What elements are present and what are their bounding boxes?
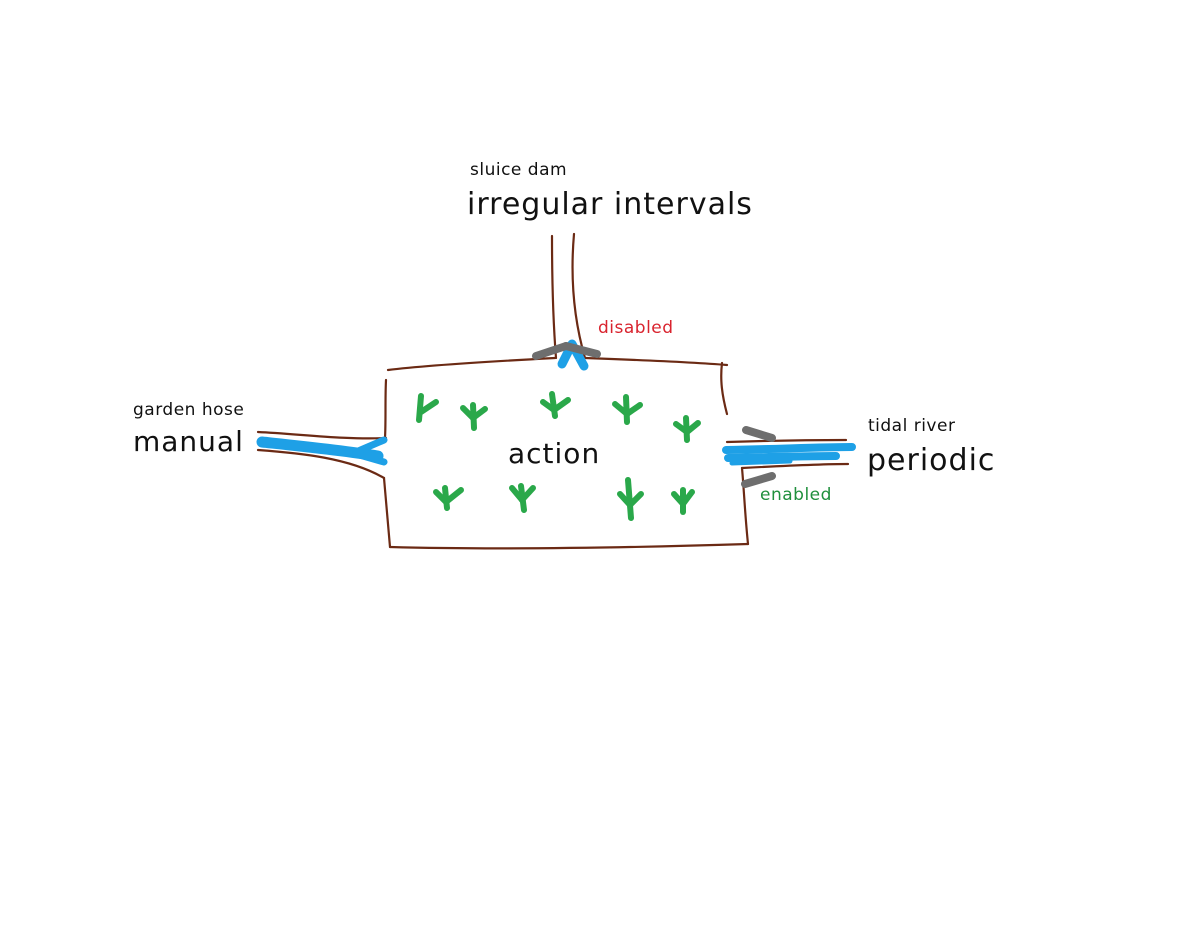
sluice-gate-left-bar <box>532 342 570 360</box>
field-left-edge-lower <box>382 476 392 549</box>
disabled-label: disabled <box>598 318 674 338</box>
tidal-river-label: tidal river <box>868 416 956 436</box>
hose-channel-upper-wall <box>256 430 388 440</box>
plant-icon <box>460 402 488 431</box>
field-right-edge-lower <box>740 466 750 546</box>
river-water-1 <box>722 443 856 454</box>
river-gate-upper <box>742 426 776 442</box>
plant-icon <box>416 393 439 423</box>
plant-icon <box>671 487 695 515</box>
garden-hose-label: garden hose <box>133 400 245 420</box>
field-top-edge-right <box>583 356 729 367</box>
plant-icon <box>612 394 643 425</box>
river-channel-lower-wall <box>740 462 850 470</box>
sluice-dam-channel <box>550 232 587 360</box>
plant-icon <box>433 485 464 511</box>
plant-icon <box>509 483 536 513</box>
tidal-river-channel <box>722 426 856 488</box>
manual-label: manual <box>133 425 244 458</box>
field-box <box>382 356 750 550</box>
field-right-edge-upper <box>720 361 729 416</box>
field-left-edge-upper <box>383 378 388 440</box>
sluice-channel-left-wall <box>550 234 558 360</box>
sluice-dam-label: sluice dam <box>470 160 568 180</box>
enabled-label: enabled <box>760 485 832 505</box>
sluice-gate <box>532 339 601 371</box>
periodic-label: periodic <box>867 443 996 478</box>
river-water-3 <box>729 458 793 466</box>
plant-icon <box>540 391 571 419</box>
irregular-intervals-label: irregular intervals <box>467 187 753 222</box>
field-bottom-edge <box>388 542 750 550</box>
river-gate-lower <box>741 472 776 488</box>
plant-icon <box>673 415 701 443</box>
hose-water-splash-down <box>352 450 388 466</box>
field-top-edge-left <box>386 356 557 372</box>
sluice-channel-right-wall <box>571 232 587 360</box>
sluice-gate-right-bar <box>562 342 601 358</box>
hose-channel-lower-wall <box>256 448 386 480</box>
garden-hose-channel <box>256 430 388 480</box>
river-channel-upper-wall <box>725 438 848 444</box>
plants <box>416 391 701 521</box>
action-label: action <box>508 437 601 470</box>
river-water-2 <box>724 452 840 462</box>
hose-water-splash-up <box>352 436 388 456</box>
plant-icon <box>617 477 644 521</box>
